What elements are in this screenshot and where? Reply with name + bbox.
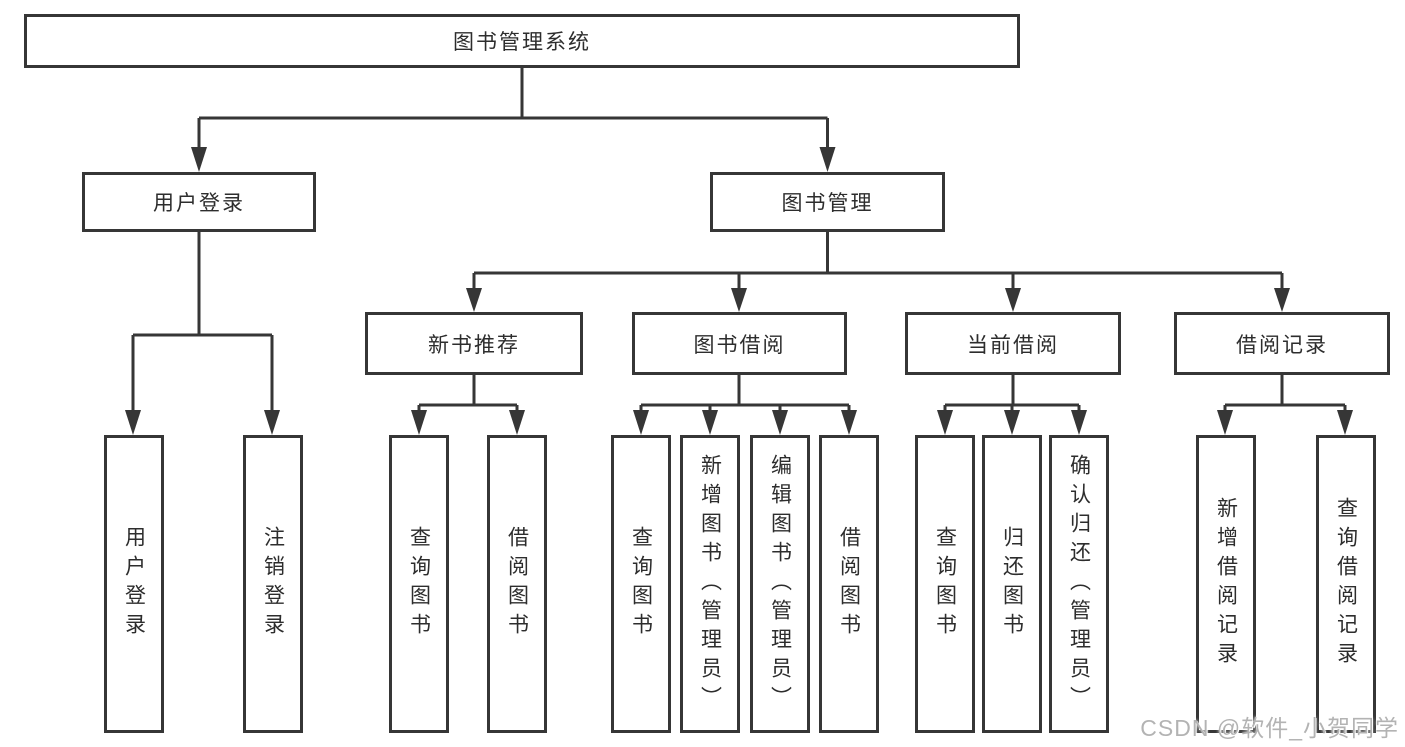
- node-root-label: 图书管理系统: [453, 31, 591, 54]
- arrowhead: [819, 147, 836, 172]
- node-current-borrow: 当前借阅: [905, 312, 1121, 375]
- arrowhead: [1337, 410, 1353, 435]
- leaf-query-books-recommend: 查询图书: [389, 435, 449, 733]
- leaf-query-borrow-record: 查询借阅记录: [1316, 435, 1376, 733]
- leaf-user-login: 用户登录: [104, 435, 164, 733]
- leaf-label: 借阅图书: [837, 526, 861, 642]
- leaf-label: 注销登录: [261, 526, 285, 642]
- leaf-label: 查询借阅记录: [1334, 497, 1358, 671]
- leaf-label: 归还图书: [1000, 526, 1024, 642]
- arrowhead: [633, 410, 649, 435]
- arrowhead: [1005, 288, 1021, 312]
- leaf-add-borrow-record: 新增借阅记录: [1196, 435, 1256, 733]
- node-book-borrow: 图书借阅: [632, 312, 847, 375]
- leaf-return-books: 归还图书: [982, 435, 1042, 733]
- leaf-borrow-books: 借阅图书: [819, 435, 879, 733]
- leaf-query-books-current: 查询图书: [915, 435, 975, 733]
- arrowhead: [1071, 410, 1087, 435]
- leaf-label: 新增借阅记录: [1214, 497, 1238, 671]
- arrowhead: [1217, 410, 1233, 435]
- leaf-borrow-books-recommend: 借阅图书: [487, 435, 547, 733]
- node-user-login: 用户登录: [82, 172, 316, 232]
- arrowhead: [937, 410, 953, 435]
- leaf-label: 查询图书: [629, 526, 653, 642]
- leaf-label: 查询图书: [933, 526, 957, 642]
- node-current-borrow-label: 当前借阅: [967, 333, 1059, 357]
- leaf-confirm-return-admin: 确认归还（管理员）: [1049, 435, 1109, 733]
- arrowhead: [191, 147, 207, 172]
- leaf-add-books-admin: 新增图书（管理员）: [680, 435, 740, 733]
- leaf-label: 确认归还（管理员）: [1067, 453, 1091, 715]
- node-borrow-records: 借阅记录: [1174, 312, 1390, 375]
- node-borrow-records-label: 借阅记录: [1236, 333, 1328, 357]
- arrowhead: [841, 410, 857, 435]
- arrowhead: [264, 410, 280, 435]
- node-book-management: 图书管理: [710, 172, 945, 232]
- leaf-edit-books-admin: 编辑图书（管理员）: [750, 435, 810, 733]
- arrowhead: [731, 288, 747, 312]
- arrowhead: [702, 410, 718, 435]
- node-root: 图书管理系统: [24, 14, 1020, 68]
- leaf-label: 借阅图书: [505, 526, 529, 642]
- leaf-label: 新增图书（管理员）: [698, 453, 722, 715]
- arrowhead: [411, 410, 427, 435]
- node-user-login-label: 用户登录: [153, 192, 245, 215]
- leaf-label: 用户登录: [122, 526, 146, 642]
- node-book-management-label: 图书管理: [781, 192, 874, 215]
- arrowhead: [509, 410, 525, 435]
- arrowhead: [1004, 410, 1020, 435]
- node-book-borrow-label: 图书借阅: [693, 333, 786, 357]
- leaf-label: 编辑图书（管理员）: [768, 453, 792, 715]
- watermark: CSDN @软件_小贺同学: [1140, 715, 1399, 741]
- leaf-logout: 注销登录: [243, 435, 303, 733]
- leaf-query-books-borrow: 查询图书: [611, 435, 671, 733]
- arrowhead: [772, 410, 788, 435]
- arrowhead: [125, 410, 141, 435]
- arrowhead: [1274, 288, 1290, 312]
- node-new-book-recommend-label: 新书推荐: [428, 333, 520, 357]
- leaf-label: 查询图书: [407, 526, 431, 642]
- arrowhead: [466, 288, 482, 312]
- node-new-book-recommend: 新书推荐: [365, 312, 583, 375]
